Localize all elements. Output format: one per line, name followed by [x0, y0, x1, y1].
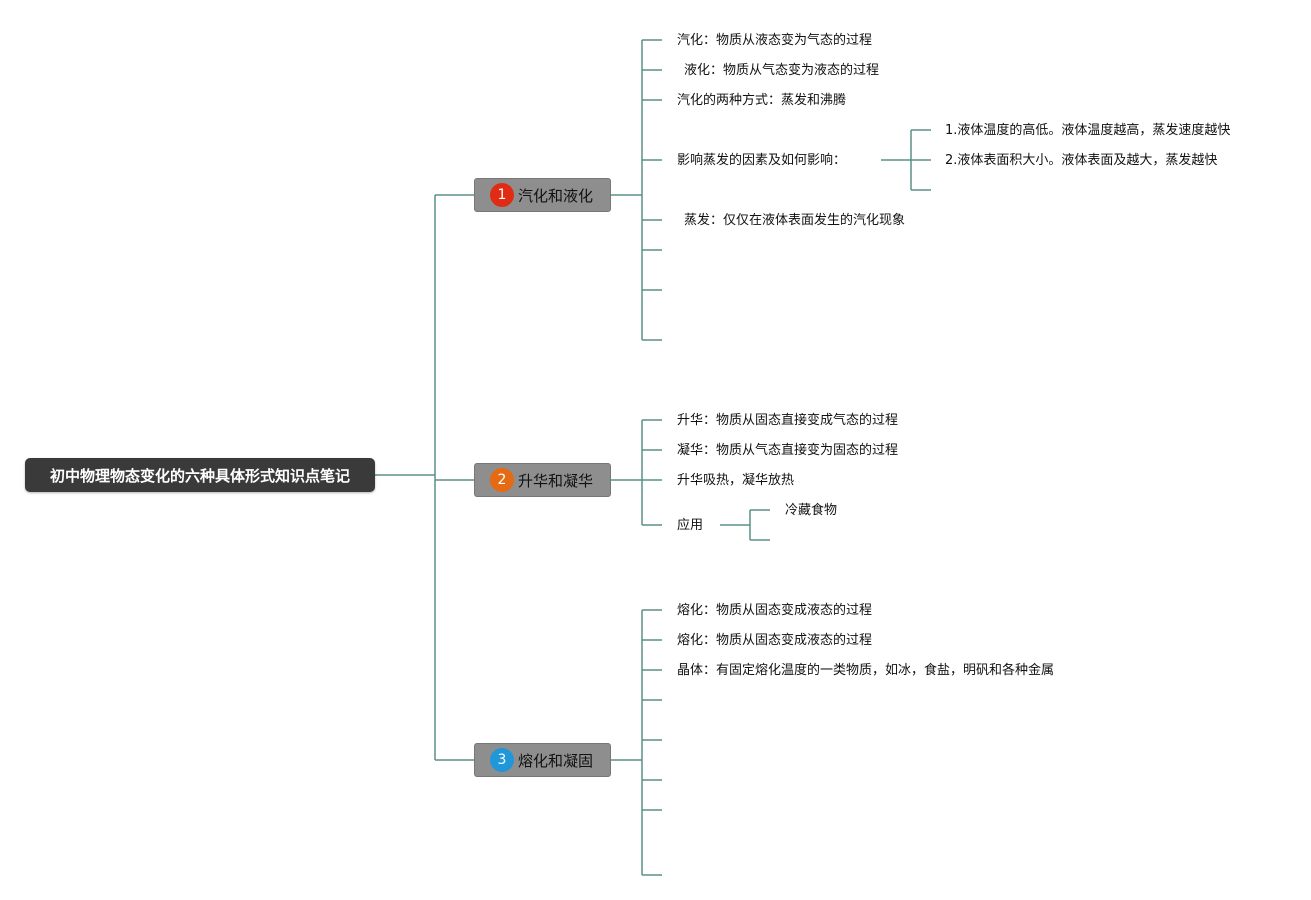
leaf-item[interactable]: 汽化的两种方式：蒸发和沸腾	[677, 93, 847, 108]
leaf-item[interactable]: 应用	[677, 518, 704, 533]
leaf-item[interactable]: 蒸发：仅仅在液体表面发生的汽化现象	[684, 213, 906, 228]
leaf-item[interactable]: 凝华：物质从气态直接变为固态的过程	[677, 443, 899, 458]
leaf-item[interactable]: 熔化：物质从固态变成液态的过程	[677, 633, 873, 648]
topic-label: 熔化和凝固	[518, 751, 594, 770]
topic-label: 汽化和液化	[518, 186, 594, 205]
topic-vaporization-liquefaction[interactable]: 1 汽化和液化	[474, 178, 611, 212]
leaf-item[interactable]: 升华吸热，凝华放热	[677, 473, 795, 488]
topic-sublimation-deposition[interactable]: 2 升华和凝华	[474, 463, 611, 497]
leaf-item[interactable]: 升华：物质从固态直接变成气态的过程	[677, 413, 899, 428]
sub-leaf-item[interactable]: 1.液体温度的高低。液体温度越高，蒸发速度越快	[945, 123, 1231, 138]
leaf-item[interactable]: 液化：物质从气态变为液态的过程	[684, 63, 880, 78]
leaf-item[interactable]: 晶体：有固定熔化温度的一类物质，如冰，食盐，明矾和各种金属	[677, 663, 1055, 678]
sub-leaf-item[interactable]: 冷藏食物	[785, 503, 838, 518]
number-badge-3: 3	[490, 748, 514, 772]
topic-label: 升华和凝华	[518, 471, 594, 490]
number-badge-2: 2	[490, 468, 514, 492]
leaf-item[interactable]: 汽化：物质从液态变为气态的过程	[677, 33, 873, 48]
root-title: 初中物理物态变化的六种具体形式知识点笔记	[49, 466, 350, 485]
sub-leaf-item[interactable]: 2.液体表面积大小。液体表面及越大，蒸发越快	[945, 153, 1218, 168]
leaf-item[interactable]: 熔化：物质从固态变成液态的过程	[677, 603, 873, 618]
root-topic[interactable]: 初中物理物态变化的六种具体形式知识点笔记	[25, 458, 375, 492]
leaf-item[interactable]: 影响蒸发的因素及如何影响：	[677, 153, 847, 168]
number-badge-1: 1	[490, 183, 514, 207]
topic-melting-solidification[interactable]: 3 熔化和凝固	[474, 743, 611, 777]
